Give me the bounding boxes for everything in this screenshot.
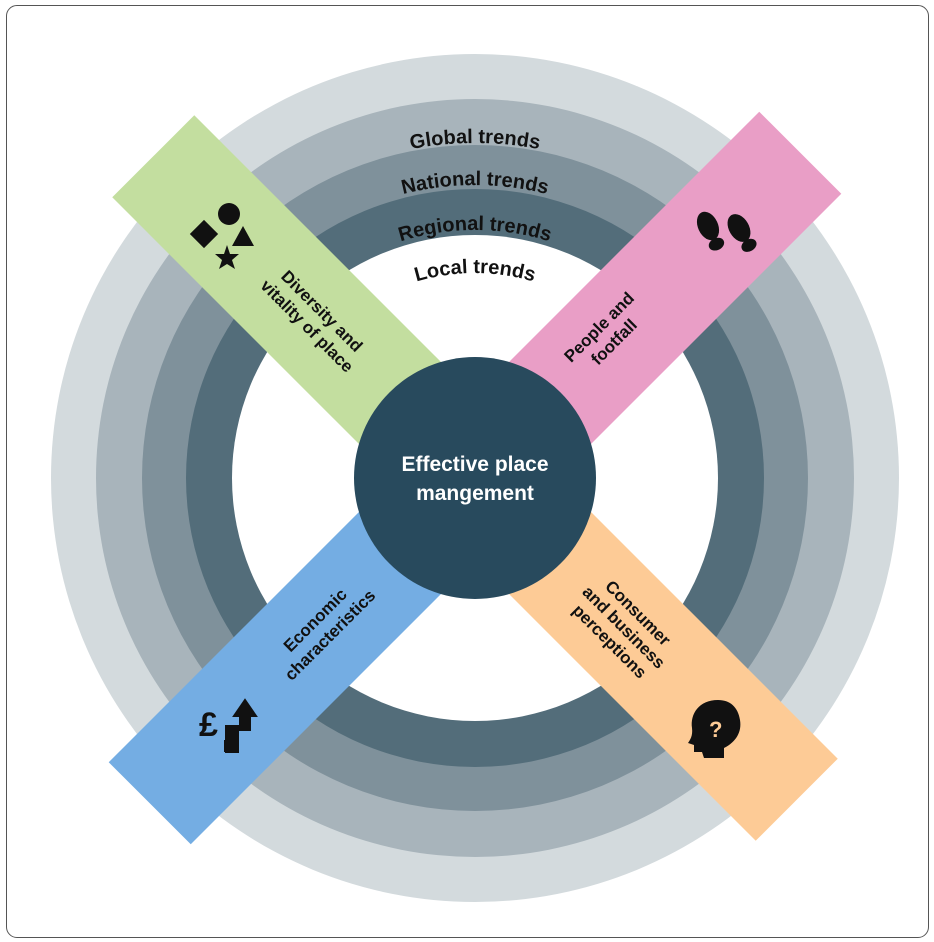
svg-text:£: £ xyxy=(199,706,218,744)
pound-arrow-icon: £ xyxy=(199,698,258,753)
svg-text:?: ? xyxy=(709,717,722,742)
center-label-line2: mangement xyxy=(416,482,534,505)
footprints-icon xyxy=(696,211,757,252)
center-disc xyxy=(354,357,596,599)
center-label-line1: Effective place xyxy=(401,453,548,476)
head-question-icon: ? xyxy=(688,700,741,758)
